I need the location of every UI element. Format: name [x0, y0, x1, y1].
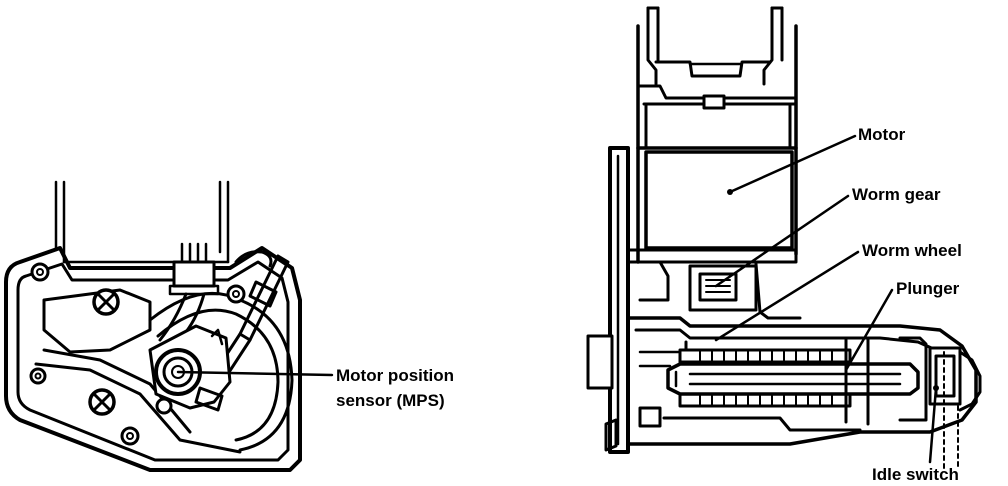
- idle-switch-housing: [898, 336, 982, 471]
- plunger-callout: Plunger: [844, 279, 960, 372]
- worm-gear-callout: Worm gear: [714, 185, 941, 288]
- label-motor: Motor: [858, 125, 906, 144]
- plunger-shaft: [666, 362, 920, 396]
- right-view-actuator: [586, 6, 982, 471]
- label-worm-gear: Worm gear: [852, 185, 941, 204]
- label-mps-line1: Motor position: [336, 366, 454, 385]
- worm-wheel-callout: Worm wheel: [714, 241, 962, 342]
- idle-switch-callout: Idle switch: [872, 386, 959, 484]
- screw-bottom: [88, 388, 116, 416]
- label-mps-line2: sensor (MPS): [336, 391, 445, 410]
- label-worm-wheel: Worm wheel: [862, 241, 962, 260]
- label-idle-switch: Idle switch: [872, 465, 959, 484]
- motor-body: [644, 150, 794, 250]
- label-plunger: Plunger: [896, 279, 960, 298]
- motor-callout: Motor: [728, 125, 906, 194]
- mps-callout: Motor position sensor (MPS): [176, 366, 454, 410]
- screw-top: [92, 288, 120, 316]
- connector-block: [158, 242, 220, 342]
- left-view-mps-housing: [4, 180, 302, 472]
